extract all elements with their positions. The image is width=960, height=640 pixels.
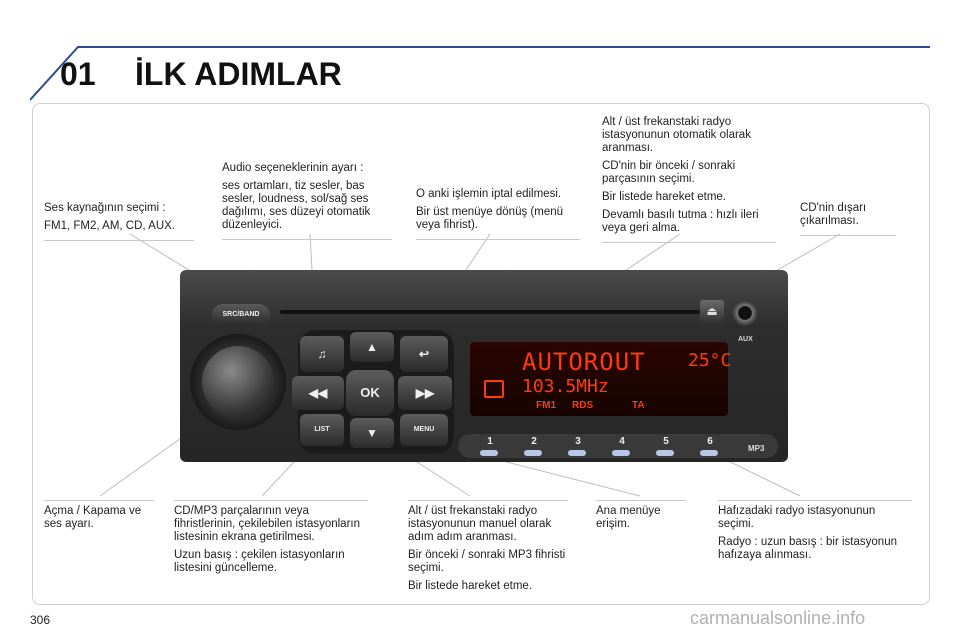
label-power: Açma / Kapama ve ses ayarı. bbox=[44, 500, 154, 536]
label-manual-2: Bir önceki / sonraki MP3 fihristi seçimi… bbox=[408, 549, 566, 574]
label-eject: CD'nin dışarı çıkarılması. bbox=[800, 202, 896, 236]
label-seek-2: CD'nin bir önceki / sonraki parçasının s… bbox=[602, 160, 736, 185]
power-volume-knob[interactable] bbox=[202, 346, 274, 418]
label-power-text: Açma / Kapama ve ses ayarı. bbox=[44, 505, 142, 530]
menu-button[interactable]: MENU bbox=[400, 414, 448, 446]
return-icon: ↩ bbox=[418, 347, 430, 361]
radio-unit: SRC/BAND ⏏ AUX ♫ ▲ ↩ ◀◀ OK ▶▶ LIST ▼ MEN… bbox=[180, 270, 788, 462]
label-list-1: CD/MP3 parçalarının veya fihristlerinin,… bbox=[174, 505, 360, 543]
aux-jack bbox=[732, 300, 758, 326]
cd-slot bbox=[280, 310, 700, 314]
eject-icon: ⏏ bbox=[706, 304, 718, 318]
mp3-label: MP3 bbox=[748, 444, 765, 453]
rewind-button[interactable]: ◀◀ bbox=[292, 376, 344, 410]
label-audio-title: Audio seçeneklerinin ayarı : bbox=[222, 162, 364, 174]
preset-3-label: 3 bbox=[575, 436, 581, 447]
preset-4-label: 4 bbox=[619, 436, 625, 447]
label-manual-1: Alt / üst frekanstaki radyo istasyonunun… bbox=[408, 505, 552, 543]
label-audio: Audio seçeneklerinin ayarı : ses ortamla… bbox=[222, 162, 392, 240]
content-frame bbox=[32, 103, 930, 605]
display-station-name: AUTOROUT bbox=[522, 348, 646, 376]
preset-5-label: 5 bbox=[663, 436, 669, 447]
eject-button[interactable]: ⏏ bbox=[700, 300, 724, 322]
up-button[interactable]: ▲ bbox=[350, 332, 394, 362]
forward-icon: ▶▶ bbox=[415, 386, 435, 400]
preset-6-button[interactable] bbox=[700, 450, 718, 456]
label-presets-2: Radyo : uzun basış : bir istasyonun hafı… bbox=[718, 536, 897, 561]
preset-2-label: 2 bbox=[531, 436, 537, 447]
preset-2-button[interactable] bbox=[524, 450, 542, 456]
radio-display: AUTOROUT 25°C 103.5MHz FM1 RDS TA bbox=[470, 342, 732, 416]
audio-settings-button[interactable]: ♫ bbox=[300, 336, 344, 372]
label-list: CD/MP3 parçalarının veya fihristlerinin,… bbox=[174, 500, 368, 580]
preset-3-button[interactable] bbox=[568, 450, 586, 456]
label-cancel: O anki işlemin iptal edilmesi. Bir üst m… bbox=[416, 188, 580, 240]
arrow-up-icon: ▲ bbox=[366, 340, 378, 354]
chapter-number: 01 bbox=[60, 56, 96, 92]
label-cancel-title: O anki işlemin iptal edilmesi. bbox=[416, 188, 562, 200]
watermark: carmanualsonline.info bbox=[690, 608, 866, 628]
down-button[interactable]: ▼ bbox=[350, 418, 394, 448]
label-audio-text: ses ortamları, tiz sesler, bas sesler, l… bbox=[222, 180, 371, 231]
label-cancel-text: Bir üst menüye dönüş (menü veya fihrist)… bbox=[416, 206, 564, 231]
label-manual-3: Bir listede hareket etme. bbox=[408, 580, 533, 592]
display-temperature: 25°C bbox=[688, 350, 732, 371]
preset-1-button[interactable] bbox=[480, 450, 498, 456]
list-button[interactable]: LIST bbox=[300, 414, 344, 446]
label-menu: Ana menüye erişim. bbox=[596, 500, 686, 536]
arrow-down-icon: ▼ bbox=[366, 426, 378, 440]
label-seek-1: Alt / üst frekanstaki radyo istasyonunun… bbox=[602, 116, 751, 154]
display-ta: TA bbox=[632, 400, 645, 411]
page-number: 306 bbox=[30, 613, 51, 627]
label-seek: Alt / üst frekanstaki radyo istasyonunun… bbox=[602, 116, 776, 243]
rewind-icon: ◀◀ bbox=[308, 386, 328, 400]
back-button[interactable]: ↩ bbox=[400, 336, 448, 372]
preset-4-button[interactable] bbox=[612, 450, 630, 456]
preset-6-label: 6 bbox=[707, 436, 713, 447]
display-band: FM1 bbox=[536, 400, 556, 411]
label-list-2: Uzun basış : çekilen istasyonların liste… bbox=[174, 549, 345, 574]
display-frequency: 103.5MHz bbox=[522, 376, 609, 397]
label-source-title: Ses kaynağının seçimi : bbox=[44, 202, 166, 214]
music-note-icon: ♫ bbox=[317, 347, 327, 361]
display-rds: RDS bbox=[572, 400, 594, 411]
aux-label: AUX bbox=[738, 336, 753, 343]
label-seek-4: Devamlı basılı tutma : hızlı ileri veya … bbox=[602, 209, 759, 234]
preset-1-label: 1 bbox=[487, 436, 493, 447]
label-manual: Alt / üst frekanstaki radyo istasyonunun… bbox=[408, 500, 568, 598]
label-source-text: FM1, FM2, AM, CD, AUX. bbox=[44, 220, 175, 232]
page-title: İLK ADIMLAR bbox=[135, 56, 342, 92]
ok-button[interactable]: OK bbox=[346, 370, 394, 416]
label-presets: Hafızadaki radyo istasyonunun seçimi. Ra… bbox=[718, 500, 912, 567]
label-menu-text: Ana menüye erişim. bbox=[596, 505, 661, 530]
preset-5-button[interactable] bbox=[656, 450, 674, 456]
label-eject-text: CD'nin dışarı çıkarılması. bbox=[800, 202, 867, 227]
src-band-button[interactable]: SRC/BAND bbox=[212, 304, 270, 326]
header-decoration bbox=[30, 46, 930, 101]
forward-button[interactable]: ▶▶ bbox=[398, 376, 452, 410]
label-source: Ses kaynağının seçimi : FM1, FM2, AM, CD… bbox=[44, 202, 194, 241]
label-presets-1: Hafızadaki radyo istasyonunun seçimi. bbox=[718, 505, 876, 530]
label-seek-3: Bir listede hareket etme. bbox=[602, 191, 727, 203]
radio-icon bbox=[484, 380, 504, 398]
